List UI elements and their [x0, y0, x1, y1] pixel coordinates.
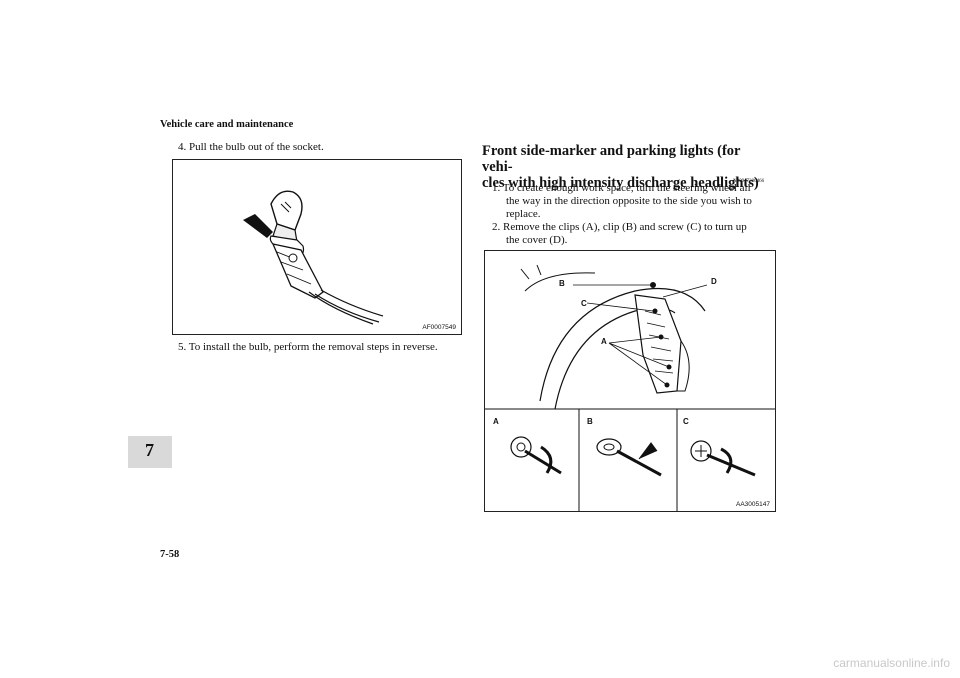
socket-body: [271, 243, 324, 299]
label-a: A: [601, 337, 607, 346]
pull-arrow-icon: [243, 214, 273, 238]
bulb-socket-illustration: [243, 190, 384, 325]
pry-arrow-icon: [638, 442, 658, 460]
chapter-number: 7: [145, 440, 154, 460]
step-1-line-2: the way in the direction opposite to the…: [506, 195, 752, 207]
document-code: N00917300466: [733, 179, 765, 184]
heading-line-2: cles with high intensity discharge headl…: [482, 175, 759, 191]
step-4-text: 4. Pull the bulb out of the socket.: [178, 141, 324, 153]
section-heading: Front side-marker and parking lights (fo…: [482, 143, 774, 191]
fender-cover-figure: B C D A A B C AA3005147: [484, 250, 776, 512]
panel-a-label: A: [493, 417, 499, 426]
figure-1-code: AF0007549: [422, 324, 456, 331]
bulb-glass: [270, 190, 303, 231]
fender-illustration: [485, 264, 775, 511]
step-1-line-1: 1. To create enough work space, turn the…: [492, 182, 751, 194]
section-title: Vehicle care and maintenance: [160, 119, 294, 130]
figure-2-code: AA3005147: [736, 501, 770, 508]
label-c: C: [581, 299, 587, 308]
step-1-line-3: replace.: [506, 208, 541, 220]
bulb-figure: AF0007549: [172, 159, 462, 335]
step-2-line-1: 2. Remove the clips (A), clip (B) and sc…: [492, 221, 747, 233]
step-2-line-2: the cover (D).: [506, 234, 568, 246]
watermark: carmanualsonline.info: [833, 656, 950, 670]
label-d: D: [711, 277, 717, 286]
page-number: 7-58: [160, 549, 180, 560]
panel-b-label: B: [587, 417, 593, 426]
panel-c-label: C: [683, 417, 689, 426]
step-5-text: 5. To install the bulb, perform the remo…: [178, 341, 438, 353]
rotate-arrow-icon-c: [720, 447, 733, 474]
label-b: B: [559, 279, 565, 288]
chapter-tab: [128, 436, 172, 468]
rotate-arrow-icon: [540, 445, 553, 474]
heading-line-1: Front side-marker and parking lights (fo…: [482, 143, 741, 175]
